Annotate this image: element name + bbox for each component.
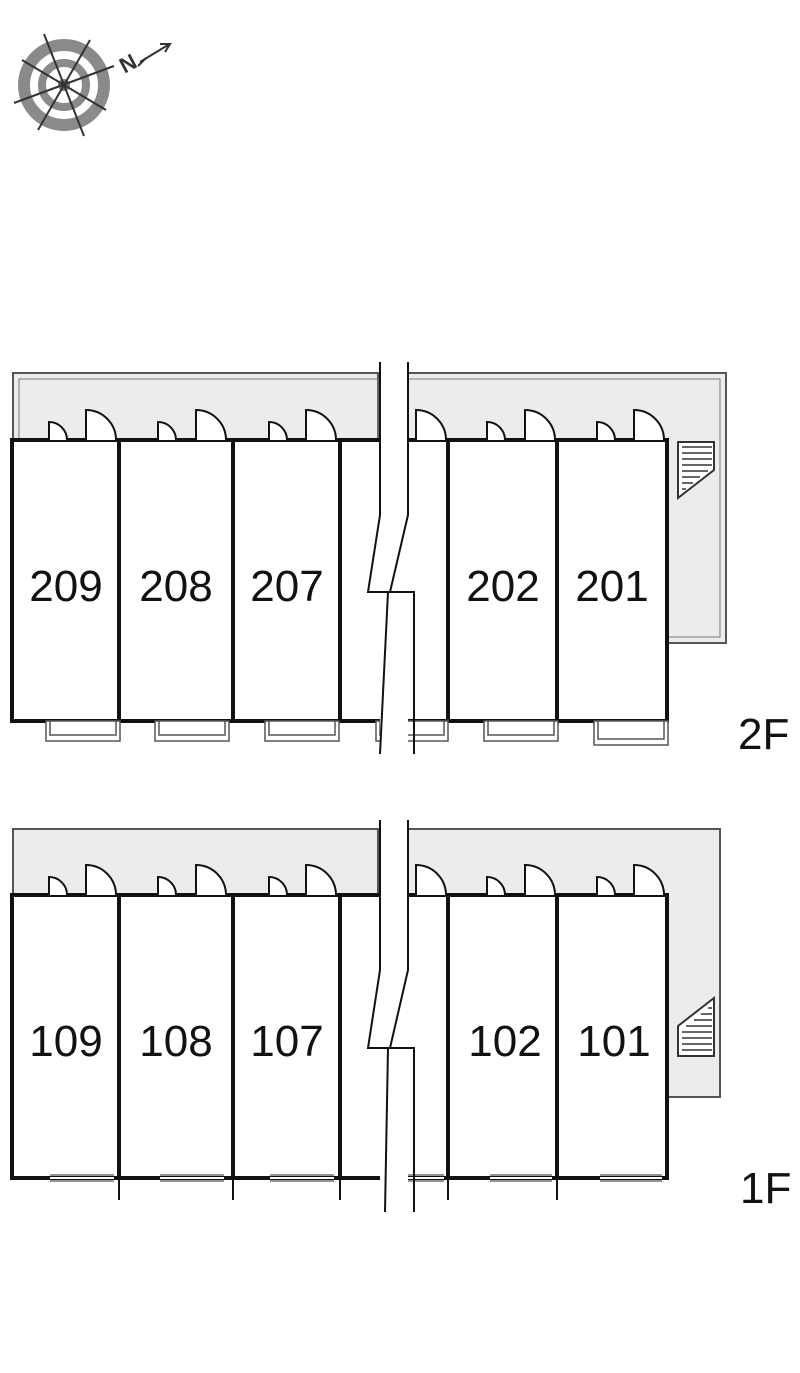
unit-number: 207 <box>250 562 323 611</box>
unit-number: 108 <box>139 1017 212 1066</box>
unit-number: 202 <box>466 562 539 611</box>
unit-labels-1f: 109 108 107 102 101 <box>29 1017 650 1066</box>
staircase-1f <box>677 995 715 1057</box>
unit-209-2f[interactable] <box>10 438 121 723</box>
unit-number: 102 <box>468 1017 541 1066</box>
unit-101-1f[interactable] <box>555 893 669 1180</box>
floor-label-2f: 2F <box>738 710 789 759</box>
floor-2f: 209 208 207 202 201 2F <box>10 362 789 759</box>
compass-rose-icon: N <box>13 33 172 137</box>
floor-1f: 109 108 107 102 101 1F <box>10 820 791 1213</box>
unit-number: 107 <box>250 1017 323 1066</box>
floor-label-1f: 1F <box>740 1164 791 1213</box>
unit-number: 209 <box>29 562 102 611</box>
unit-number: 201 <box>575 562 648 611</box>
unit-number: 101 <box>577 1017 650 1066</box>
break-symbol-1f <box>366 820 415 1213</box>
unit-number: 109 <box>29 1017 102 1066</box>
unit-block-1f-right <box>446 893 669 1180</box>
unit-labels-2f: 209 208 207 202 201 <box>29 562 648 611</box>
unit-207-2f[interactable] <box>231 438 342 723</box>
compass-letter: N <box>115 49 141 79</box>
unit-number: 208 <box>139 562 212 611</box>
balconies-2f <box>45 720 669 746</box>
doors-1f <box>48 863 665 896</box>
staircase-2f <box>677 441 715 501</box>
unit-201-2f[interactable] <box>555 438 669 723</box>
unit-block-2f-left <box>10 438 342 723</box>
unit-208-2f[interactable] <box>117 438 235 723</box>
partition-stubs-1f <box>118 1178 558 1200</box>
break-symbol-2f <box>366 362 415 755</box>
doors-2f <box>48 408 665 441</box>
